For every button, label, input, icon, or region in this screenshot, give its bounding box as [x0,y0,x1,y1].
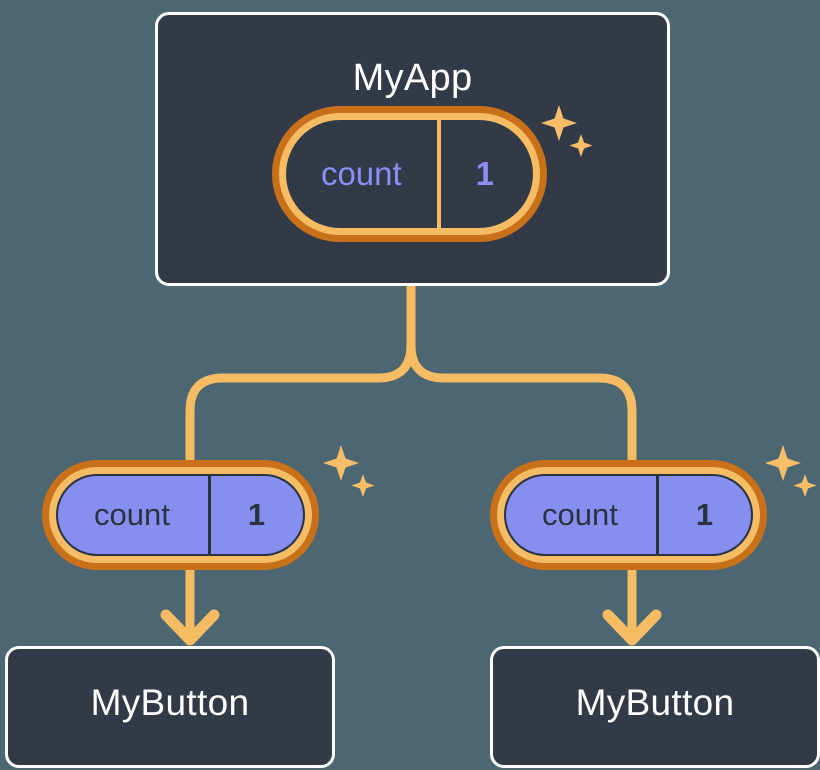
state-value-label: 1 [695,497,714,532]
state-pill-divider [207,474,211,556]
component-title-mybutton-right: MyButton [575,682,735,723]
state-pill-left[interactable]: count 1 [42,460,319,570]
state-pill-body: count 1 [286,120,533,228]
state-key-label: count [94,497,170,532]
component-card-mybutton-right[interactable]: MyButton [490,646,820,768]
sparkles-icon [323,445,375,497]
state-pill-divider [436,120,441,228]
state-value-label: 1 [475,155,494,192]
state-pill-body: count 1 [504,474,753,556]
state-pill-myapp[interactable]: count 1 [272,106,547,242]
state-value-label: 1 [247,497,266,532]
state-key-label: count [542,497,618,532]
state-pill-body: count 1 [56,474,305,556]
component-card-mybutton-left[interactable]: MyButton [5,646,335,768]
connector-to-left-pill [185,344,416,462]
state-pill-right[interactable]: count 1 [490,460,767,570]
state-pill-ring: count 1 [42,460,319,570]
component-title-mybutton-left: MyButton [90,682,250,723]
state-pill-ring: count 1 [490,460,767,570]
connector-to-right-pill [406,344,637,462]
state-pill-ring: count 1 [272,106,547,242]
state-key-label: count [320,155,402,192]
sparkles-icon [765,445,817,497]
state-pill-divider [655,474,659,556]
arrowhead-left [160,609,220,646]
arrowhead-right [602,609,662,646]
component-title-myapp: MyApp [352,57,473,99]
